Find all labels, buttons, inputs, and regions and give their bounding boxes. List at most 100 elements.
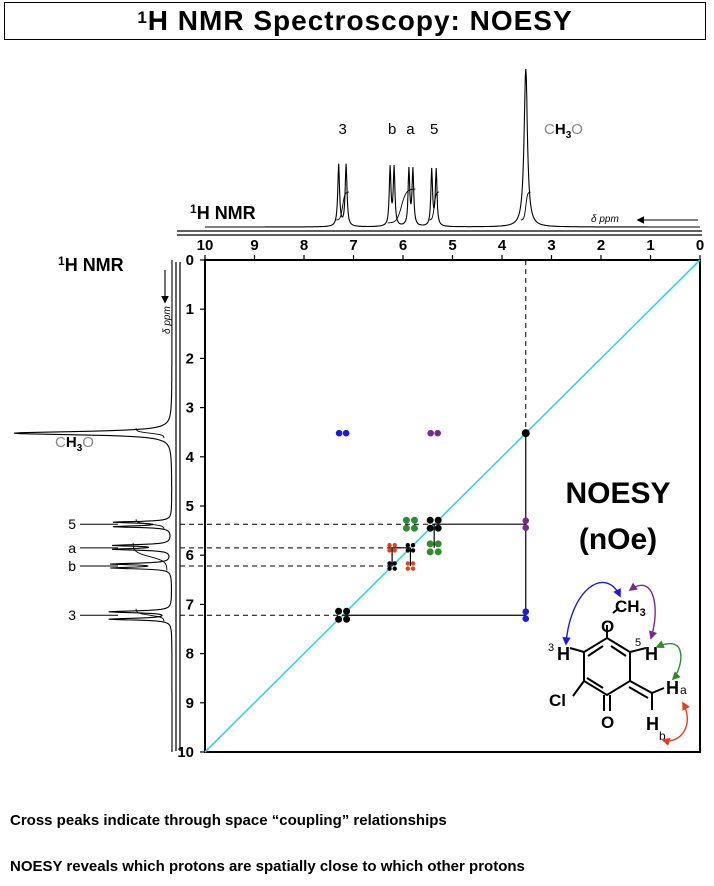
methoxy-subscript: 3 bbox=[640, 607, 646, 619]
diagonal-peak-b bbox=[387, 561, 397, 571]
left-peak-label-ch3o: CH3O bbox=[55, 434, 94, 454]
diagonal-peak-3-dot bbox=[343, 607, 351, 615]
title-isotope: 1 bbox=[137, 8, 148, 27]
chlorine-atom: Cl bbox=[549, 691, 566, 710]
cross-peak-5-dot bbox=[426, 540, 434, 548]
x-tick-label: 6 bbox=[399, 237, 407, 254]
ha-label: Ha bbox=[666, 678, 687, 698]
left-delta-label: δ ppm bbox=[162, 306, 173, 334]
ch3o-sub: 3 bbox=[566, 130, 572, 141]
noe-arrow-h5-ha bbox=[655, 640, 682, 681]
methoxy-ch: CH bbox=[615, 597, 640, 616]
title-text: H NMR Spectroscopy: NOESY bbox=[147, 5, 573, 36]
cross-peak-3-dot bbox=[522, 517, 530, 525]
cross-peak-2 bbox=[427, 429, 441, 437]
cross-peak-4-dot bbox=[402, 516, 410, 524]
cross-peak-1-dot bbox=[522, 615, 530, 623]
hb-atom: H bbox=[646, 714, 659, 734]
noe-arrow-ha-hb bbox=[661, 701, 690, 746]
x-tick-label: 4 bbox=[498, 237, 507, 254]
noe-arrow-h5-methoxy bbox=[628, 582, 658, 640]
diagonal-line bbox=[204, 259, 701, 753]
cross-peak-4-dot bbox=[410, 524, 418, 532]
h3-atom: H bbox=[557, 644, 570, 664]
y-tick-label: 0 bbox=[186, 252, 194, 269]
x-tick-label: 0 bbox=[696, 237, 704, 254]
h5-atom: H bbox=[645, 644, 658, 664]
diagonal-peak-3-dot bbox=[343, 615, 351, 623]
diagonal-peak-3-dot bbox=[335, 607, 343, 615]
y-tick-label: 7 bbox=[186, 596, 194, 613]
ch3o-h: H bbox=[66, 434, 77, 451]
top-delta-label: δ ppm bbox=[591, 214, 619, 225]
cross-peak-5-dot bbox=[434, 548, 442, 556]
top-axis-title: 1H NMR bbox=[190, 202, 256, 223]
hb-label: Hb bbox=[646, 714, 666, 743]
carbonyl-oxygen: O bbox=[601, 713, 614, 732]
cross-peak-7-dot bbox=[410, 561, 416, 566]
diagonal-peak-5-dot bbox=[426, 516, 434, 524]
x-tick-label: 5 bbox=[448, 237, 456, 254]
ch3o-o: O bbox=[82, 434, 94, 451]
cross-peak-0 bbox=[335, 429, 350, 437]
x-tick-label: 1 bbox=[646, 237, 654, 254]
cross-peak-2-dot bbox=[427, 429, 434, 437]
cross-peak-4-dot bbox=[402, 524, 410, 532]
cross-peak-7-dot bbox=[405, 566, 411, 571]
left-axis-title-text: H NMR bbox=[65, 255, 124, 275]
y-tick-label: 2 bbox=[186, 350, 194, 367]
x-tick-label: 9 bbox=[250, 237, 258, 254]
y-tick-label: 1 bbox=[186, 301, 194, 318]
ch3o-c: C bbox=[55, 434, 66, 451]
cross-peak-1 bbox=[522, 608, 530, 623]
noe-arrow-h3-methoxy bbox=[562, 581, 621, 646]
x-tick-label: 2 bbox=[597, 237, 605, 254]
diagonal-peak-b-dot bbox=[387, 566, 392, 571]
diagonal-peak-a bbox=[405, 543, 416, 553]
h5-number: 5 bbox=[635, 637, 641, 649]
diagonal-peak-b-dot bbox=[392, 561, 397, 566]
cross-peak-4 bbox=[402, 516, 418, 532]
ch3o-c: C bbox=[544, 121, 555, 138]
ha-atom: H bbox=[666, 678, 679, 698]
left-integral-trace bbox=[132, 428, 168, 622]
y-tick-label: 8 bbox=[186, 646, 194, 663]
h3-number: 3 bbox=[548, 642, 554, 654]
cross-peak-6-dot bbox=[387, 548, 392, 553]
y-tick-label: 6 bbox=[186, 547, 194, 564]
cross-peak-0-dot bbox=[335, 429, 343, 437]
cross-peak-0-dot bbox=[342, 429, 350, 437]
ch3o-sub: 3 bbox=[77, 443, 83, 454]
left-axis-title-iso: 1 bbox=[58, 254, 65, 268]
diagonal-peak-a-dot bbox=[405, 543, 411, 548]
cross-peak-3 bbox=[522, 517, 530, 532]
cross-peak-6-dot bbox=[392, 543, 397, 548]
diagonal-peak-a-dot bbox=[410, 548, 416, 553]
cross-peak-4-dot bbox=[410, 516, 418, 524]
left-axis-title: 1H NMR bbox=[58, 254, 124, 275]
diagonal-peak-ch3o bbox=[521, 429, 530, 438]
diagonal-peak-5-dot bbox=[434, 524, 442, 532]
top-spectrum-trace bbox=[205, 68, 700, 228]
diagonal-peak-b-dot bbox=[392, 566, 397, 571]
top-peak-label-3: 3 bbox=[338, 121, 346, 138]
diagonal-peak-a-dot bbox=[410, 543, 416, 548]
ch3o-o: O bbox=[571, 121, 583, 138]
cross-peak-6-dot bbox=[392, 548, 397, 553]
top-axis-title-text: H NMR bbox=[197, 203, 256, 223]
ch3o-h: H bbox=[555, 121, 566, 138]
top-peak-label-ch3o: CH3O bbox=[544, 121, 583, 141]
x-tick-label: 7 bbox=[349, 237, 357, 254]
y-tick-label: 10 bbox=[177, 744, 194, 761]
y-tick-label: 9 bbox=[186, 695, 194, 712]
diagonal-peak-5-dot bbox=[426, 524, 434, 532]
diagonal-peak-5-dot bbox=[434, 516, 442, 524]
diagonal-peak-a-dot bbox=[405, 548, 411, 553]
ring-bonds bbox=[569, 607, 665, 711]
x-tick-label: 8 bbox=[300, 237, 308, 254]
diagonal-peak-3-dot bbox=[335, 615, 343, 623]
caption-cross-peaks: Cross peaks indicate through space “coup… bbox=[10, 812, 447, 829]
